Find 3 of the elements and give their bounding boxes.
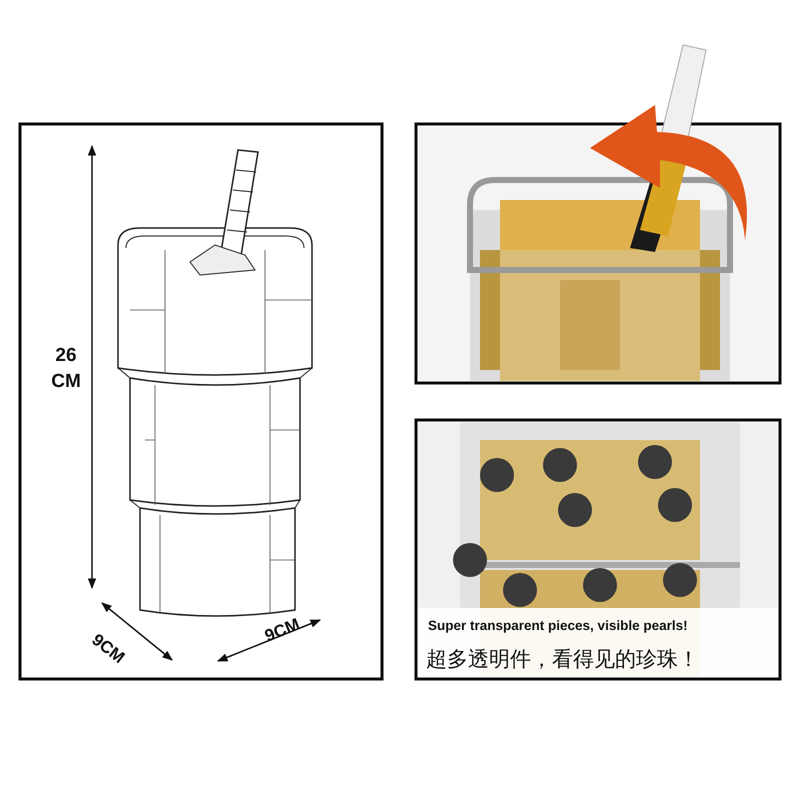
caption-text: 超多透明件，看得见的珍珠！ <box>426 647 699 673</box>
caption-text: Super transparent pieces, visible pearls! <box>428 618 688 633</box>
dimension-label: 26 CM <box>50 344 82 394</box>
